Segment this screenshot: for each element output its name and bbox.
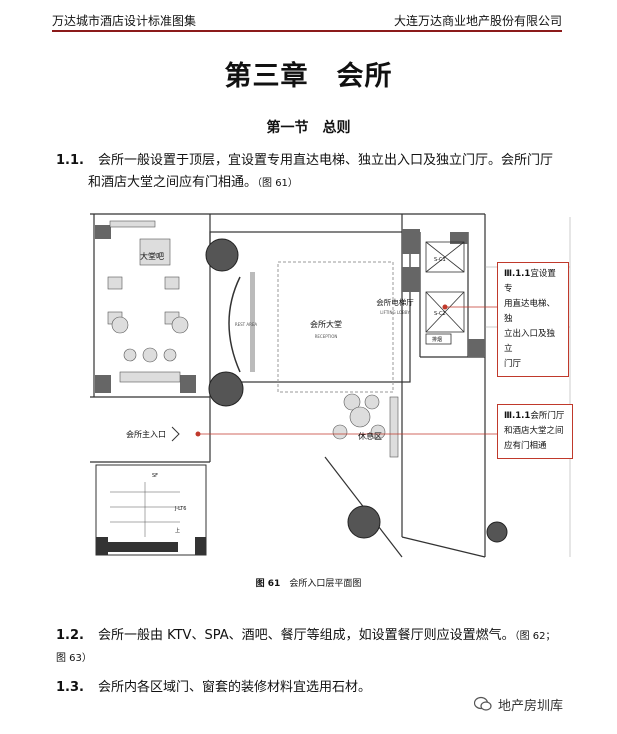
chat-bubble-icon	[474, 696, 492, 711]
label-club-entrance: 会所主入口	[126, 429, 166, 439]
label-up: 上	[175, 527, 180, 534]
paragraph-1-2: 1.2. 会所一般由 KTV、SPA、酒吧、餐厅等组成，如设置餐厅则应设置燃气。（…	[56, 625, 566, 670]
paragraph-text: 会所内各区域门、窗套的装修材料宜选用石材。	[97, 680, 371, 695]
figure-ref: （图 61）	[257, 178, 298, 189]
label-club-elevator-hall: 会所电梯厅	[376, 297, 414, 307]
callout-tag: Ⅲ.1.1	[504, 411, 531, 421]
header-right-company: 大连万达商业地产股份有限公司	[393, 14, 562, 28]
callout-line: 会所门厅	[530, 411, 565, 421]
floor-plan-figure: 大堂吧 会所大堂 RECEPTION REST AREA 会所电梯厅 LIFTI…	[90, 213, 571, 558]
paragraph-1-1: 1.1.会所一般设置于顶层，宜设置专用直达电梯、独立出入口及独立门厅。会所门厅 …	[56, 150, 566, 195]
paragraph-text: 会所一般由 KTV、SPA、酒吧、餐厅等组成，如设置餐厅则应设置燃气。	[97, 628, 515, 643]
label-lifting-lobby: LIFTING LOBBY	[380, 310, 410, 315]
callout-line: 用直达电梯、独	[504, 299, 556, 324]
chapter-title: 第三章 会所	[224, 61, 393, 92]
callout-line: 和酒店大堂之间	[504, 426, 564, 436]
figure-caption: 图 61 会所入口层平面图	[0, 576, 617, 589]
callout-line: 门厅	[504, 359, 522, 369]
paragraph-number: 1.1.	[56, 153, 84, 168]
label-lounge: 休息区	[358, 431, 382, 441]
callout-elevator: Ⅲ.1.1宜设置专 用直达电梯、独 立出入口及独立 门厅	[497, 262, 569, 377]
header-left-title: 万达城市酒店设计标准图集	[52, 14, 197, 28]
watermark-text: 地产房圳库	[498, 699, 564, 714]
label-reception: RECEPTION	[315, 334, 338, 339]
paragraph-number: 1.2.	[56, 628, 84, 643]
label-club-lobby: 会所大堂	[310, 319, 342, 329]
header-rule	[52, 30, 562, 32]
label-sc1: S-C1	[434, 257, 446, 263]
callout-line: 宜设置专	[504, 269, 556, 294]
caption-text: 会所入口层平面图	[289, 579, 362, 589]
label-sc2: S-C2	[434, 311, 446, 317]
section-title: 第一节 总则	[266, 120, 351, 136]
figure-ref: （图 62；	[514, 631, 556, 642]
callout-line: 应有门相通	[504, 441, 547, 451]
callout-door: Ⅲ.1.1会所门厅 和酒店大堂之间 应有门相通	[497, 404, 573, 459]
paragraph-text: 会所一般设置于顶层，宜设置专用直达电梯、独立出入口及独立门厅。会所门厅	[97, 153, 553, 168]
label-sf: SF	[152, 473, 158, 479]
label-rest-area: REST AREA	[235, 322, 258, 327]
callout-line: 立出入口及独立	[504, 329, 556, 354]
paragraph-text: 和酒店大堂之间应有门相通。	[88, 175, 258, 190]
page-header: 万达城市酒店设计标准图集 大连万达商业地产股份有限公司	[52, 10, 562, 32]
callout-tag: Ⅲ.1.1	[504, 269, 531, 279]
label-exhaust: 排烟	[432, 336, 442, 343]
paragraph-1-3: 1.3. 会所内各区域门、窗套的装修材料宜选用石材。	[56, 677, 566, 699]
label-jlt6: J-LT6	[174, 506, 186, 512]
caption-figure-number: 图 61	[255, 579, 281, 589]
paragraph-number: 1.3.	[56, 680, 84, 695]
figure-ref: 图 63）	[56, 653, 92, 664]
label-lobby-bar: 大堂吧	[140, 251, 164, 261]
